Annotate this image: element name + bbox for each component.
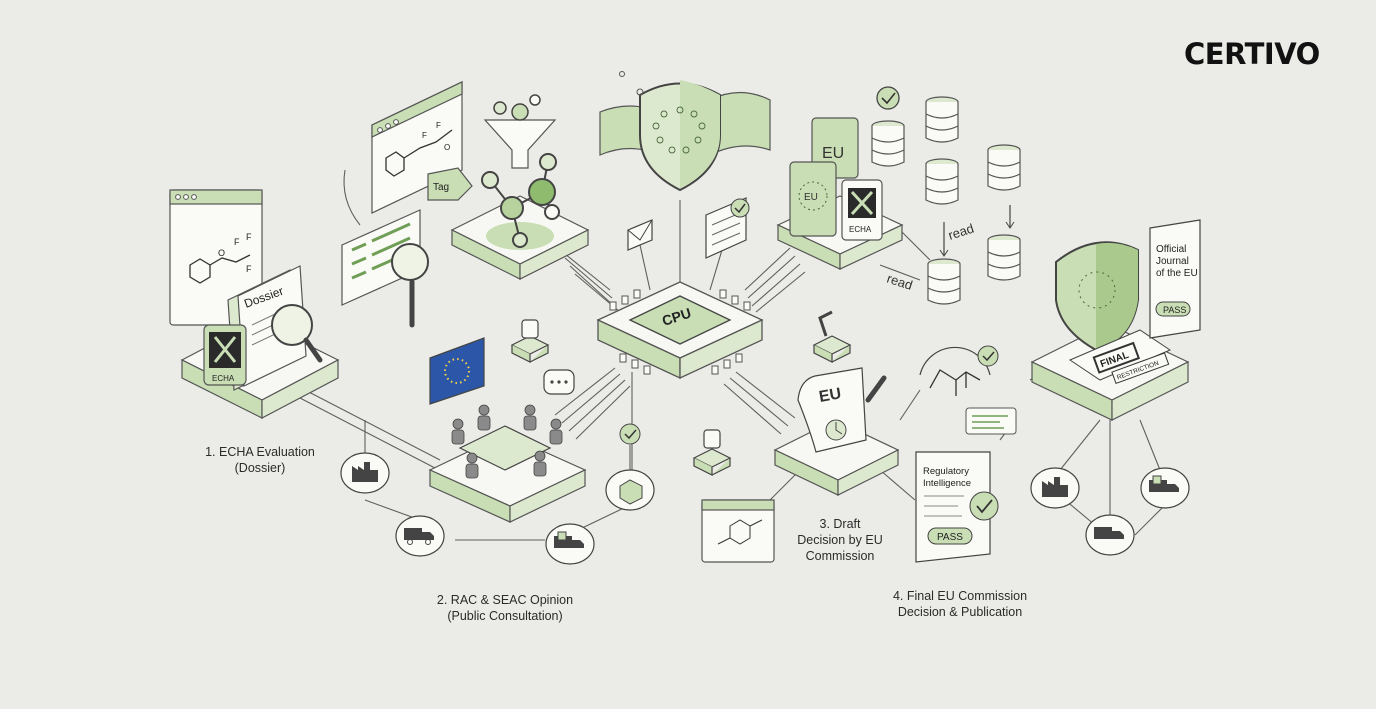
step-4-subtitle: Decision & Publication bbox=[897, 605, 1023, 619]
step-3-subtitle: Decision by EU bbox=[797, 533, 883, 547]
platform-eu-draft-decision: EU bbox=[773, 367, 900, 496]
fluorine-label: F bbox=[246, 264, 252, 274]
chat-bubble-icon bbox=[543, 369, 575, 395]
structure-panel bbox=[701, 499, 775, 563]
platform-molecule-tag: F F O Tag bbox=[341, 81, 590, 328]
step-2-caption: 2. RAC & SEAC Opinion (Public Consultati… bbox=[420, 592, 590, 624]
check-icon bbox=[876, 86, 900, 110]
tag-label: Tag bbox=[433, 182, 449, 193]
step-2-title: 2. RAC & SEAC Opinion bbox=[436, 593, 574, 607]
truck-icon bbox=[395, 515, 445, 557]
echa-badge-left: ECHA bbox=[203, 324, 247, 386]
step-4-title: 4. Final EU Commission bbox=[892, 589, 1028, 603]
magnifier-icon bbox=[271, 304, 323, 363]
molecule-panel-left: O F F F bbox=[169, 189, 263, 326]
step-3-caption: 3. Draft Decision by EU Commission bbox=[780, 516, 900, 564]
truck-icon bbox=[545, 523, 595, 565]
certivo-logo: CERTIVO bbox=[1184, 37, 1320, 71]
platform-echa-dossier: O F F F Dossier ECHA bbox=[169, 189, 340, 419]
step-3-title: 3. Draft bbox=[819, 517, 861, 531]
eu-shield-icon bbox=[1055, 241, 1139, 352]
intelligence-label: Intelligence bbox=[923, 478, 971, 489]
oxygen-label: O bbox=[444, 143, 450, 152]
platform-databases: EU EU ECHA read read bbox=[776, 86, 1021, 305]
molecule-icon bbox=[481, 153, 560, 248]
box-icon bbox=[605, 423, 655, 511]
check-icon bbox=[982, 351, 995, 362]
step-1-subtitle: (Dossier) bbox=[234, 461, 286, 475]
cpu-chip-icon: CPU bbox=[596, 281, 764, 380]
read-label: read bbox=[946, 221, 975, 243]
fluorine-label: F bbox=[422, 131, 427, 140]
pass-badge-label: PASS bbox=[1163, 305, 1186, 315]
of-the-eu-label: of the EU bbox=[1156, 268, 1198, 279]
factory-icon bbox=[1030, 467, 1080, 509]
echa-label: ECHA bbox=[849, 225, 872, 234]
check-icon bbox=[624, 429, 637, 440]
funnel-icon bbox=[483, 94, 557, 169]
robot-arm-icon bbox=[812, 310, 852, 363]
fluorine-label: F bbox=[436, 121, 441, 130]
eu-label: EU bbox=[818, 385, 843, 406]
truck-icon bbox=[1140, 467, 1190, 509]
official-label: Official bbox=[1156, 244, 1186, 255]
eu-flag-icon bbox=[429, 337, 485, 405]
meeting-table-icon bbox=[451, 404, 563, 479]
step-1-title: 1. ECHA Evaluation bbox=[205, 445, 315, 459]
journal-label: Journal bbox=[1156, 256, 1189, 267]
pass-badge-label: PASS bbox=[937, 532, 963, 543]
platform-meeting-table bbox=[428, 337, 587, 523]
eu-flag-icon: EU EU ECHA bbox=[789, 117, 883, 241]
oxygen-label: O bbox=[218, 248, 225, 258]
eu-label: EU bbox=[822, 145, 844, 162]
molecule-icon bbox=[919, 345, 1017, 435]
check-icon bbox=[976, 499, 993, 514]
tag-label-badge: Tag bbox=[427, 167, 473, 201]
fluorine-label: F bbox=[246, 232, 252, 242]
factory-icon bbox=[340, 452, 390, 494]
truck-icon bbox=[1085, 514, 1135, 556]
envelope-icon bbox=[627, 219, 653, 251]
fluorine-label: F bbox=[234, 237, 240, 247]
step-1-caption: 1. ECHA Evaluation (Dossier) bbox=[195, 444, 325, 476]
seal-icon bbox=[825, 419, 847, 441]
echa-label: ECHA bbox=[212, 374, 235, 383]
robot-arm-icon bbox=[692, 429, 732, 476]
platform-final-restriction: FINAL RESTRICTION Official Journal of th… bbox=[1030, 219, 1201, 421]
eu-shield-icon bbox=[599, 71, 771, 192]
eu-label: EU bbox=[804, 192, 818, 203]
official-journal-document: Official Journal of the EU PASS bbox=[1149, 219, 1201, 339]
pen-icon bbox=[865, 375, 887, 403]
regulatory-label: Regulatory bbox=[923, 466, 969, 477]
document-icon bbox=[705, 197, 750, 259]
step-4-caption: 4. Final EU Commission Decision & Public… bbox=[870, 588, 1050, 620]
database-icon bbox=[871, 96, 1021, 305]
check-icon bbox=[734, 203, 746, 214]
step-3-subtitle-2: Commission bbox=[805, 549, 875, 563]
step-2-subtitle: (Public Consultation) bbox=[447, 609, 563, 623]
read-label: read bbox=[885, 271, 914, 293]
list-panel bbox=[341, 209, 429, 328]
regulatory-intelligence-document: Regulatory Intelligence PASS bbox=[915, 451, 999, 563]
robot-arm-icon bbox=[510, 319, 550, 363]
